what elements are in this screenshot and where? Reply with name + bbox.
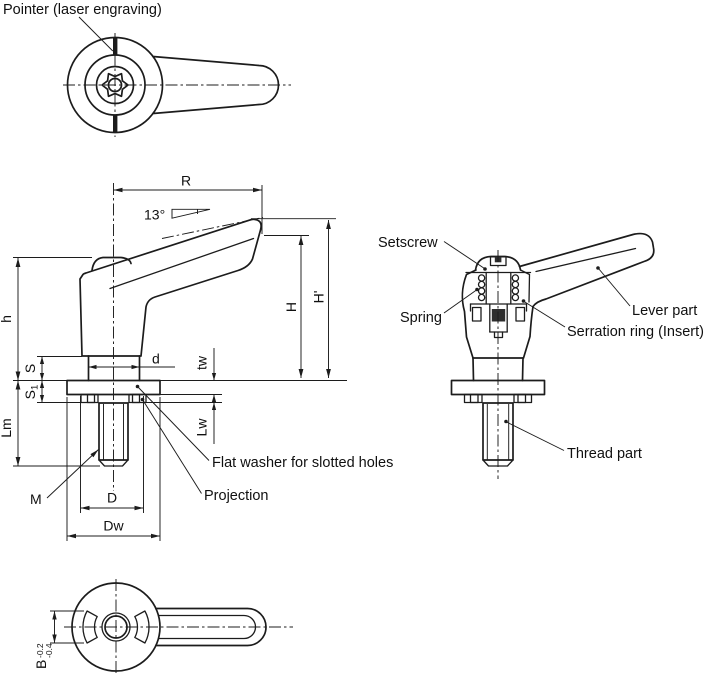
bottom-outer-circle [71, 582, 161, 672]
dim-label-angle: 13° [144, 207, 165, 223]
side-projection-right-notch [517, 393, 527, 404]
front-lever-outline [79, 218, 262, 357]
pointer-note-label: Pointer (laser engraving) [3, 2, 162, 18]
front-lever-inner-edge [109, 237, 255, 290]
leader-dot-setscrew [483, 267, 487, 271]
front-projection-left [80, 393, 99, 404]
side-bore-step [493, 331, 504, 339]
bottom-hole-inner [104, 615, 128, 639]
side-head-left-profile [461, 269, 477, 359]
slope-reference-line [161, 217, 264, 239]
leader-line-projection [142, 399, 202, 494]
side-projection-left-notch [469, 393, 479, 404]
side-head-right-profile [519, 269, 531, 303]
dim-label-Hprime: H' [311, 291, 327, 304]
leader-line-flat-washer [137, 386, 210, 461]
side-lever-arm-outline [518, 232, 655, 359]
note-projection: Projection [204, 488, 268, 504]
leader-dot-serration-ring [521, 299, 526, 303]
dim-label-Dw: Dw [103, 518, 124, 534]
dim-label-B: B [33, 660, 49, 669]
top-view-bold-circle [95, 65, 135, 105]
bottom-lever-outer-outline [155, 607, 267, 647]
pointer-tick-bottom [113, 114, 118, 132]
leader-dot-flat-washer [135, 384, 140, 389]
dim-label-tw: tw [194, 355, 210, 370]
front-view [66, 183, 262, 491]
dim-label-h: h [0, 315, 14, 323]
dim-label-S: S [22, 364, 38, 373]
front-cap-dome [91, 256, 132, 272]
slope-triangle-icon [171, 208, 211, 219]
dim-label-d: d [152, 351, 160, 367]
label-setscrew: Setscrew [378, 235, 438, 251]
label-spring: Spring [400, 310, 442, 326]
front-projection-left-notch [86, 393, 96, 404]
dim-label-S1: S1 [22, 385, 41, 400]
torx-socket-icon [101, 72, 129, 98]
top-view: Pointer (laser engraving) [3, 2, 291, 137]
bottom-hole-outer [101, 612, 131, 642]
top-view-lever-arm-outline [152, 55, 280, 115]
bottom-view: B -0.2 -0.4 [33, 579, 293, 676]
dim-B-tolerance-upper: -0.2 [35, 643, 45, 658]
dim-B-tolerance-lower: -0.4 [44, 643, 54, 658]
label-lever-part: Lever part [632, 303, 697, 319]
pointer-tick-top [113, 38, 118, 56]
leader-line-spring [443, 289, 477, 314]
dim-label-R: R [181, 173, 191, 189]
side-lever-inner-edge [535, 247, 637, 273]
bottom-lever-inner-outline [157, 614, 257, 640]
serration-notch-left [471, 306, 482, 322]
side-projection-right [513, 393, 533, 404]
dim-label-M: M [30, 491, 42, 507]
pointer-leader-line [78, 16, 114, 52]
serration-notch-right [515, 306, 526, 322]
side-bore-hatch [491, 309, 506, 322]
dim-label-D: D [107, 490, 117, 506]
dim-label-Lm: Lm [0, 418, 14, 437]
label-serration-ring: Serration ring (Insert) [567, 324, 704, 340]
leader-line-setscrew [443, 241, 485, 269]
leader-line-serration-ring [523, 301, 566, 328]
bottom-slot-right [134, 610, 150, 644]
bottom-slot-left [82, 610, 98, 644]
top-view-center-circle [107, 77, 123, 93]
leader-dot-projection [140, 397, 145, 402]
note-flat-washer: Flat washer for slotted holes [212, 455, 393, 471]
leader-dot-spring [475, 287, 479, 292]
top-view-outer-circle [66, 36, 164, 134]
spring-coils [477, 274, 520, 302]
side-projection-left [463, 393, 483, 404]
dim-label-H: H [283, 302, 299, 312]
leader-dot-lever-part [596, 266, 600, 270]
side-view: Setscrew Spring Lever part Serration rin… [378, 232, 704, 479]
leader-line-lever-part [598, 268, 631, 307]
dim-label-Lw: Lw [194, 418, 210, 437]
leader-line-M [46, 449, 99, 499]
leader-dot-thread-part [504, 419, 508, 424]
leader-line-thread-part [506, 421, 565, 451]
label-thread-part: Thread part [567, 446, 642, 462]
dim-label-B-group: B -0.2 -0.4 [33, 643, 54, 669]
front-view-dimensions: R 13° H H' h Lm [0, 173, 393, 541]
front-projection-right-notch [131, 393, 141, 404]
